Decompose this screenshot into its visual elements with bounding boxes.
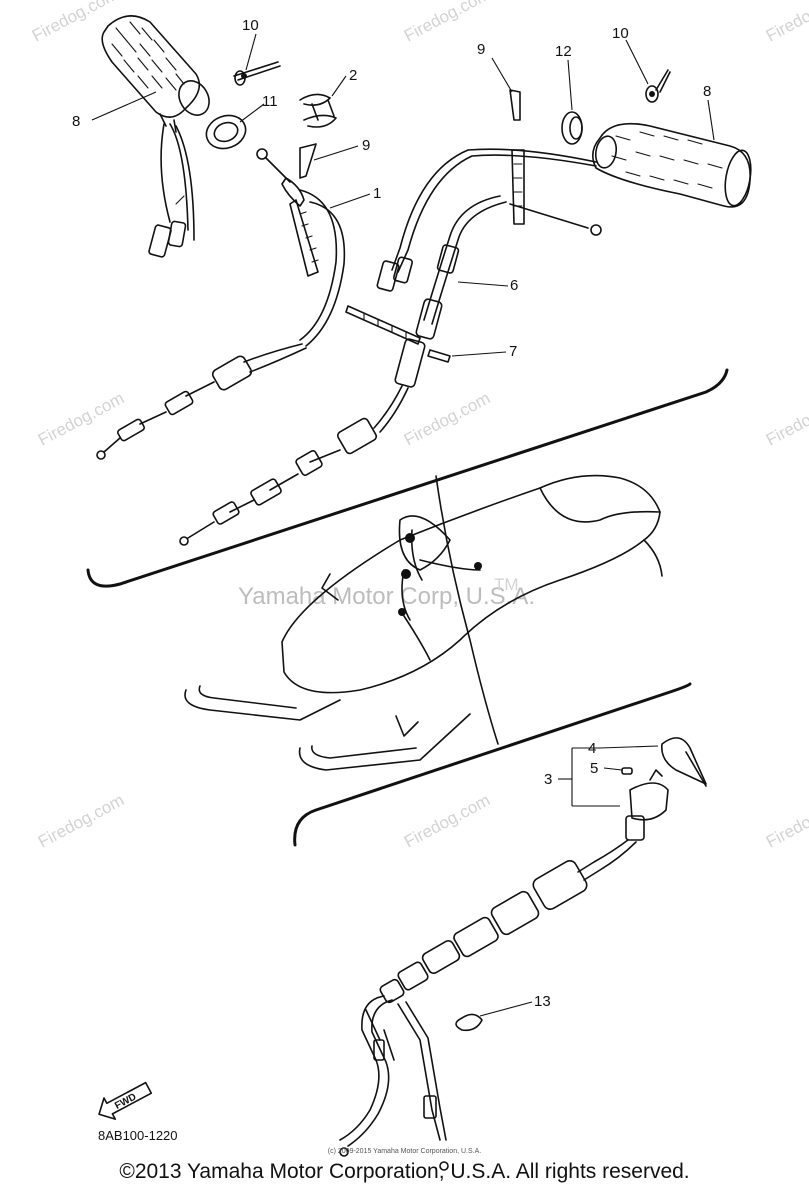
leader-line (707, 99, 715, 141)
callout-8-left: 8 (72, 113, 80, 130)
clip-2 (299, 93, 337, 128)
watermark-text: Firedog.com (763, 388, 809, 449)
callout-1: 1 (373, 185, 381, 202)
switch-cable (339, 839, 637, 1171)
watermark-text: Firedog.com (35, 388, 127, 449)
leader-line (451, 351, 507, 357)
watermark-text: Firedog.com (763, 790, 809, 851)
watermark-text: Firedog.com (401, 388, 493, 449)
leader-line (239, 103, 265, 123)
leader-line (313, 145, 359, 161)
ring-right (561, 111, 583, 145)
watermark-text: Firedog.com (35, 790, 127, 851)
watermarks: Firedog.com Firedog.com Firedog.com Fire… (29, 0, 809, 852)
screw-right (645, 69, 671, 103)
watermark-text: Firedog.com (763, 0, 809, 46)
leader-line (245, 33, 257, 71)
watermark-center: Yamaha Motor Corp, U.S.A. (238, 583, 535, 610)
brake-cable (179, 148, 602, 546)
callout-9-left: 9 (362, 137, 370, 154)
section-divider-bottom (293, 682, 692, 847)
leader-line (625, 39, 649, 85)
leader-line (91, 91, 157, 121)
callout-11: 11 (262, 93, 278, 110)
watermark-text: Firedog.com (401, 0, 493, 46)
diagram-code: 8AB100-1220 (98, 1128, 178, 1143)
leader-line (457, 281, 509, 287)
fwd-label: FWD (113, 1092, 138, 1112)
callout-3: 3 (544, 771, 552, 788)
left-grip (101, 15, 210, 258)
ring-left (205, 114, 247, 150)
footer-copyright: ©2013 Yamaha Motor Corporation, U.S.A. A… (119, 1160, 690, 1183)
screw-left (233, 61, 281, 86)
leader-line (331, 75, 347, 97)
callout-13: 13 (534, 993, 551, 1010)
leader-line (567, 59, 573, 111)
throttle-cable (96, 148, 346, 460)
callout-10-left: 10 (242, 17, 259, 34)
watermark-tm: TM (494, 575, 519, 594)
leader-line (479, 1001, 533, 1017)
callout-12: 12 (555, 43, 572, 60)
bracket-leader (571, 745, 659, 807)
leader-line (491, 57, 513, 93)
callout-9-right: 9 (477, 41, 485, 58)
cable-tie-left (289, 143, 319, 277)
watermark-text: Firedog.com (401, 790, 493, 851)
watermark-text: Firedog.com (29, 0, 121, 46)
callout-2: 2 (349, 67, 357, 84)
fwd-arrow-icon: FWD (98, 1081, 153, 1120)
snowmobile-outline (184, 474, 663, 771)
callout-6: 6 (510, 277, 518, 294)
leader-line (329, 193, 371, 209)
right-grip (592, 122, 752, 208)
callout-10-right: 10 (612, 25, 629, 42)
tiny-copyright: (c) 2009-2015 Yamaha Motor Corporation, … (327, 1148, 482, 1155)
callout-7: 7 (509, 343, 517, 360)
switch-assembly (621, 737, 707, 841)
callout-5: 5 (590, 760, 598, 777)
callout-8-right: 8 (703, 83, 711, 100)
callout-4: 4 (588, 740, 596, 757)
section-divider-top (86, 368, 729, 588)
